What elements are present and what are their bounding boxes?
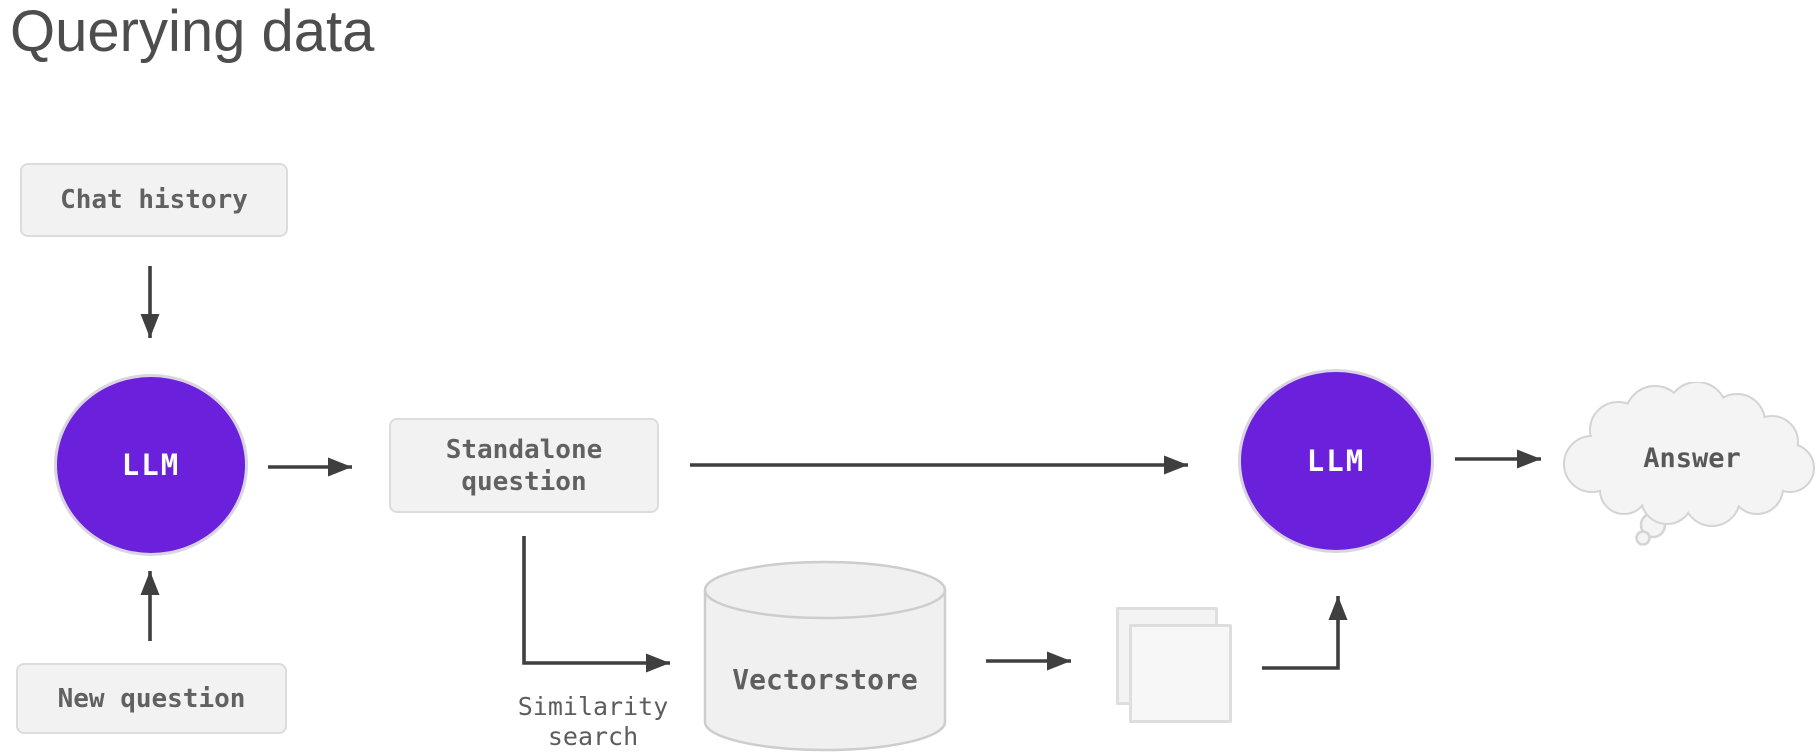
answer-label: Answer <box>1643 443 1741 474</box>
arrow-standalone-to-vectorstore <box>522 536 670 673</box>
standalone-question-node: Standalone question <box>389 418 659 513</box>
llm-input-node: LLM <box>54 374 248 556</box>
llm-output-node: LLM <box>1238 369 1434 553</box>
llm-input-label: LLM <box>121 448 181 482</box>
vectorstore-label: Vectorstore <box>732 663 918 696</box>
vectorstore-cylinder-icon <box>703 560 947 752</box>
chat-history-node: Chat history <box>20 163 288 237</box>
page-title: Querying data <box>10 0 375 64</box>
llm-output-label: LLM <box>1306 444 1366 478</box>
similarity-search-label: Similarity search <box>517 692 669 751</box>
new-question-label: New question <box>57 683 246 714</box>
arrow-documents-to-llm-output <box>1262 596 1348 670</box>
document-front-icon <box>1129 624 1232 723</box>
chat-history-label: Chat history <box>60 185 248 215</box>
standalone-question-label: Standalone question <box>445 434 603 497</box>
thought-bubble-icon <box>1563 382 1815 546</box>
new-question-node: New question <box>16 663 287 734</box>
